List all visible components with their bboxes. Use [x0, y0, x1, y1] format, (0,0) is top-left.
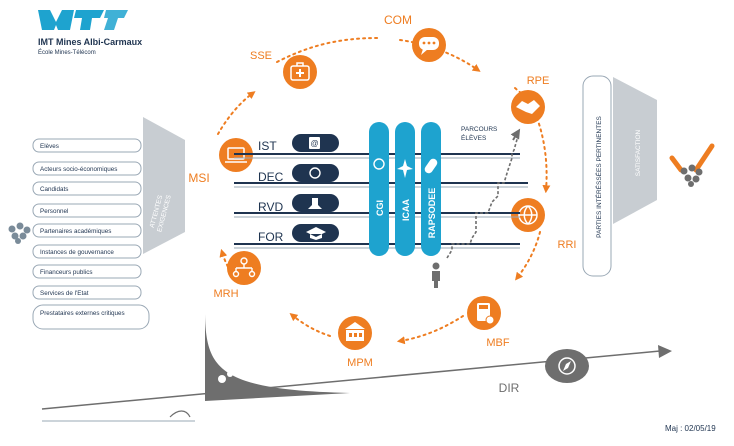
icaa-label: ICAA [401, 199, 411, 221]
mbf-node[interactable] [467, 296, 501, 330]
ist-badge[interactable]: @ [292, 134, 339, 152]
satisfaction-label: SATISFACTION [635, 129, 642, 176]
people-icon [8, 222, 31, 244]
gears-icon [218, 371, 233, 383]
interested-parties-label: PARTIES INTÉRÉSSÉES PERTINENTES [594, 115, 603, 237]
handshake-icon [516, 100, 540, 114]
rri-label: RRI [558, 239, 577, 251]
airplane-icon [397, 159, 413, 178]
rpe-label: RPE [527, 75, 550, 87]
interested-parties-box [582, 75, 612, 277]
program-cgi[interactable]: CGI [369, 122, 389, 256]
rpe-node[interactable] [511, 90, 545, 124]
stakeholder-item: Prestataires externes critiques [40, 310, 125, 317]
msi-label: MSI [188, 171, 209, 185]
brand-name: IMT Mines Albi-Carmaux [38, 37, 142, 47]
dec-badge[interactable] [292, 164, 339, 182]
parcours-label-2: ÉLÈVES [461, 133, 487, 142]
stakeholder-item: Acteurs socio-économiques [40, 166, 117, 173]
mpm-node[interactable] [338, 316, 372, 350]
dec-label: DEC [258, 170, 284, 184]
satisfied-people-icon [669, 143, 715, 187]
stakeholder-list: Elèves Acteurs socio-économiques Candida… [32, 138, 150, 330]
baseline-curl [169, 410, 191, 418]
compass-icon [558, 357, 576, 375]
stakeholder-item: Elèves [40, 143, 59, 150]
document-icon [309, 137, 320, 149]
program-icaa[interactable]: ICAA [395, 122, 415, 256]
dir-label: DIR [499, 381, 520, 395]
stakeholder-item: Services de l'Etat [40, 290, 89, 297]
com-label: COM [384, 13, 412, 27]
mrh-node[interactable] [227, 251, 261, 285]
student-pathway [446, 135, 519, 259]
for-badge[interactable] [292, 224, 339, 242]
mpm-label: MPM [347, 357, 373, 369]
org-chart-icon [232, 257, 256, 278]
student-icon [432, 262, 440, 288]
mbf-label: MBF [486, 337, 510, 349]
pathway-arrow [510, 128, 521, 141]
stakeholder-item: Financeurs publics [40, 269, 93, 276]
program-rapsodee[interactable]: RAPSODEE [421, 122, 441, 256]
ist-label: IST [258, 139, 277, 153]
first-aid-icon [290, 62, 310, 81]
satisfaction-arrow [613, 77, 657, 224]
rvd-badge[interactable] [292, 194, 339, 212]
stakeholder-item: Personnel [40, 208, 68, 215]
rapsodee-label: RAPSODEE [427, 188, 437, 239]
cgi-label: CGI [375, 200, 385, 216]
calculator-icon [477, 303, 495, 325]
idea-icon [309, 167, 321, 179]
stakeholder-item: Candidats [40, 186, 68, 193]
rri-node[interactable] [511, 198, 545, 232]
building-icon [345, 322, 365, 341]
pill-icon [424, 158, 438, 174]
expectations-arrow [143, 117, 185, 254]
for-label: FOR [258, 230, 284, 244]
lightbulb-icon [373, 158, 385, 170]
update-date: Maj : 02/05/19 [665, 424, 716, 433]
sse-label: SSE [250, 50, 272, 62]
stakeholder-item: Partenaires académiques [40, 228, 111, 235]
sse-node[interactable] [283, 55, 317, 89]
brand-subtitle: École Mines-Télécom [38, 49, 96, 56]
globe-icon [518, 205, 538, 225]
svg-text:@: @ [310, 139, 318, 148]
dir-arrowhead [658, 345, 672, 358]
core-process-labels: IST DEC RVD FOR [258, 139, 284, 244]
parcours-label-1: PARCOURS [461, 126, 498, 133]
mrh-label: MRH [213, 288, 238, 300]
logo [38, 10, 128, 30]
chat-icon [419, 37, 439, 55]
microscope-icon [308, 198, 322, 209]
management-wedge [205, 314, 350, 401]
dir-node[interactable] [545, 349, 589, 383]
com-node[interactable] [412, 28, 446, 62]
stakeholder-item: Instances de gouvernance [40, 249, 114, 256]
rvd-label: RVD [258, 200, 283, 214]
graduation-cap-icon [306, 227, 326, 240]
